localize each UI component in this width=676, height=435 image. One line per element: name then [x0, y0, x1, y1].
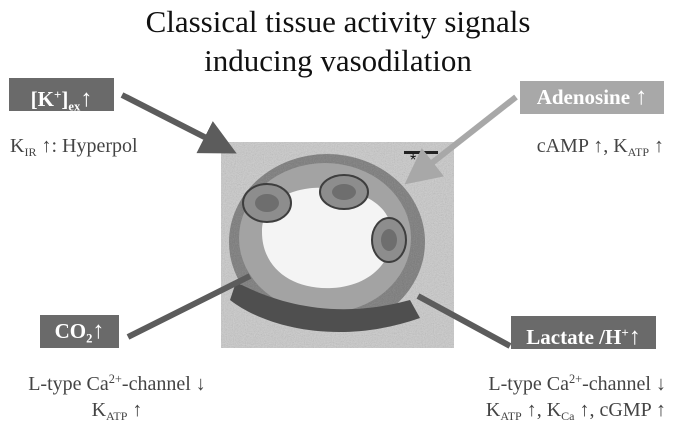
diagram-title: Classical tissue activity signals induci… [0, 2, 676, 80]
adenosine-arrow [404, 94, 518, 185]
co2-signal-box: CO2↑ [40, 315, 119, 348]
adenosine-effect-b: ↑ [649, 135, 664, 157]
co2-effect: L-type Ca2+-channel ↓ KATP ↑ [2, 366, 232, 429]
lactate-effect-line1-a: L-type Ca [488, 372, 569, 395]
adenosine-label: Adenosine [536, 85, 631, 109]
co2-label-sub: 2 [86, 331, 93, 346]
co2-effect-line2-sub: ATP [106, 409, 128, 423]
co2-effect-line2-a: K [91, 398, 107, 421]
co2-effect-line2-b: ↑ [127, 398, 143, 421]
co2-effect-line1-sup: 2+ [108, 372, 122, 386]
lactate-effect-line-1: L-type Ca2+-channel ↓ [486, 366, 666, 397]
potassium-label-sub: ex [68, 99, 81, 114]
lactate-effect-line1-b: -channel ↓ [582, 372, 666, 395]
co2-up-arrow: ↑ [92, 318, 105, 344]
potassium-arrow [120, 92, 237, 154]
lactate-signal-box: Lactate /H+↑ [511, 316, 656, 351]
co2-effect-line-2: KATP ↑ [2, 397, 232, 429]
adenosine-effect-a: cAMP ↑, K [536, 135, 628, 157]
title-line-2: inducing vasodilation [204, 43, 472, 78]
potassium-up-arrow: ↑ [80, 86, 93, 113]
co2-effect-line-1: L-type Ca2+-channel ↓ [2, 366, 232, 397]
lactate-effect-line2-sub1: ATP [500, 409, 522, 423]
lactate-label-main: Lactate /H [526, 325, 622, 350]
co2-label-main: CO [54, 319, 87, 343]
adenosine-effect: cAMP ↑, KATP ↑ [537, 133, 664, 165]
adenosine-up-arrow: ↑ [635, 84, 648, 110]
co2-effect-line1-a: L-type Ca [28, 372, 109, 395]
potassium-effect-main: K [10, 135, 25, 157]
lactate-effect-line2-sub2: Ca [561, 409, 575, 423]
lactate-effect-line-2: KATP ↑, KCa ↑, cGMP ↑ [486, 397, 666, 429]
potassium-label-sup: + [54, 87, 62, 102]
lactate-connector [416, 293, 512, 349]
lactate-effect-line2-k: K [485, 398, 501, 421]
lactate-up-arrow: ↑ [628, 324, 641, 351]
adenosine-signal-box: Adenosine ↑ [520, 81, 664, 114]
title-line-1: Classical tissue activity signals [145, 4, 531, 39]
lactate-effect-line2-end: ↑, cGMP ↑ [574, 398, 666, 421]
adenosine-effect-sub: ATP [627, 145, 649, 160]
lactate-effect-line2-mid: ↑, K [521, 398, 562, 421]
potassium-effect: KIR ↑: Hyperpol [10, 133, 138, 165]
potassium-label-close: ] [61, 87, 69, 112]
potassium-signal-box: [K+]ex↑ [9, 78, 114, 114]
co2-connector [126, 273, 252, 340]
potassium-effect-rest: ↑: Hyperpol [36, 135, 138, 157]
potassium-effect-sub: IR [24, 145, 37, 160]
lactate-label-sup: + [621, 325, 629, 340]
co2-effect-line1-b: -channel ↓ [121, 372, 206, 395]
potassium-label-main: [K [30, 87, 54, 112]
lactate-effect-line1-sup: 2+ [568, 372, 583, 386]
lactate-effect: L-type Ca2+-channel ↓ KATP ↑, KCa ↑, cGM… [486, 366, 666, 429]
